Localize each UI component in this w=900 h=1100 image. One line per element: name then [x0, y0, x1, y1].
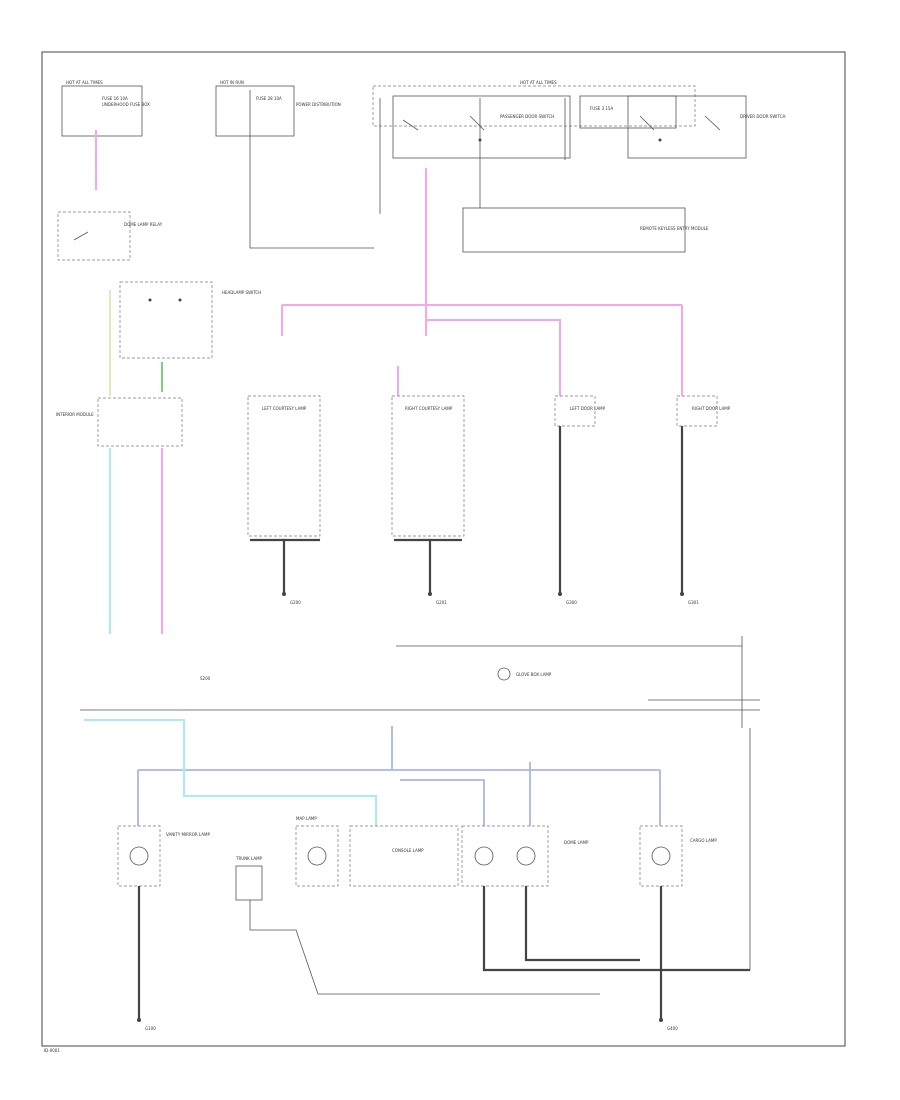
dome-lamp-relay: DOME LAMP RELAY [57, 211, 163, 261]
svg-text:REMOTE KEYLESS ENTRY MODULE: REMOTE KEYLESS ENTRY MODULE [640, 226, 709, 231]
svg-text:CARGO LAMP: CARGO LAMP [690, 838, 717, 843]
svg-text:VANITY MIRROR LAMP: VANITY MIRROR LAMP [166, 832, 210, 837]
svg-text:LEFT COURTESY LAMP: LEFT COURTESY LAMP [262, 406, 307, 411]
svg-text:HOT IN RUN: HOT IN RUN [220, 80, 244, 85]
fuse-box-top-left: HOT AT ALL TIMES FUSE 16 10A UNDERHOOD F… [61, 80, 150, 137]
svg-text:MAP LAMP: MAP LAMP [296, 816, 317, 821]
svg-text:CONSOLE LAMP: CONSOLE LAMP [392, 848, 424, 853]
svg-text:PASSENGER DOOR SWITCH: PASSENGER DOOR SWITCH [500, 114, 554, 119]
svg-text:DRIVER DOOR SWITCH: DRIVER DOOR SWITCH [740, 114, 785, 119]
svg-text:GLOVE BOX LAMP: GLOVE BOX LAMP [516, 672, 552, 677]
glove-box-section: GLOVE BOX LAMP S200 [80, 636, 760, 728]
blue-wires [137, 726, 661, 826]
svg-text:HOT AT ALL TIMES: HOT AT ALL TIMES [66, 80, 103, 85]
svg-text:G301: G301 [688, 600, 699, 605]
svg-text:HEADLAMP SWITCH: HEADLAMP SWITCH [222, 290, 261, 295]
interior-module: INTERIOR MODULE [56, 397, 183, 447]
svg-text:G400: G400 [667, 1026, 678, 1031]
svg-text:G100: G100 [145, 1026, 156, 1031]
svg-text:DOME LAMP: DOME LAMP [564, 840, 589, 845]
dome-lamp: DOME LAMP [461, 825, 589, 887]
svg-text:FUSE 3 15A: FUSE 3 15A [590, 106, 613, 111]
svg-text:INTERIOR MODULE: INTERIOR MODULE [56, 412, 94, 417]
svg-text:LEFT DOOR LAMP: LEFT DOOR LAMP [570, 406, 606, 411]
cargo-lamp: CARGO LAMP [639, 825, 717, 887]
svg-text:DOME LAMP RELAY: DOME LAMP RELAY [124, 222, 163, 227]
svg-text:UNDERHOOD FUSE BOX: UNDERHOOD FUSE BOX [102, 102, 150, 107]
pink-wires [95, 130, 683, 634]
svg-text:G300: G300 [566, 600, 577, 605]
right-door-lamp: RIGHT DOOR LAMP G301 [676, 395, 731, 605]
black-wires-top [249, 90, 566, 249]
trunk-lamp: TRUNK LAMP [235, 856, 263, 901]
map-lamp: MAP LAMP [295, 816, 339, 887]
svg-text:G200: G200 [290, 600, 301, 605]
fuse-box-top-mid: HOT IN RUN FUSE 28 10A POWER DISTRIBUTIO… [215, 80, 341, 137]
cyan-wires-lower [84, 719, 377, 826]
vanity-mirror-lamp: VANITY MIRROR LAMP G100 [117, 825, 210, 1031]
svg-text:FUSE 28 10A: FUSE 28 10A [256, 96, 282, 101]
black-wires-lower: G400 [249, 728, 751, 1031]
remote-keyless-module: REMOTE KEYLESS ENTRY MODULE [462, 207, 709, 253]
svg-text:FUSE 16 10A: FUSE 16 10A [102, 96, 128, 101]
svg-text:HOT AT ALL TIMES: HOT AT ALL TIMES [520, 80, 557, 85]
page-number: ID-0001 [44, 1048, 60, 1053]
door-switch-area: HOT AT ALL TIMES PASSENGER DOOR SWITCH D… [372, 80, 785, 159]
svg-text:TRUNK LAMP: TRUNK LAMP [235, 856, 263, 861]
console-lamp: CONSOLE LAMP [349, 825, 459, 887]
headlamp-switch: HEADLAMP SWITCH [119, 281, 261, 359]
diagram-frame [41, 51, 846, 1047]
svg-text:POWER DISTRIBUTION: POWER DISTRIBUTION [296, 102, 341, 107]
svg-text:RIGHT COURTESY LAMP: RIGHT COURTESY LAMP [405, 406, 453, 411]
courtesy-lamp-right: RIGHT COURTESY LAMP G201 [391, 395, 465, 605]
svg-text:G201: G201 [436, 600, 447, 605]
svg-text:S200: S200 [200, 676, 211, 681]
courtesy-lamp-left: LEFT COURTESY LAMP G200 [247, 395, 321, 605]
left-door-lamp: LEFT DOOR LAMP G300 [554, 395, 606, 605]
svg-text:RIGHT DOOR LAMP: RIGHT DOOR LAMP [692, 406, 731, 411]
